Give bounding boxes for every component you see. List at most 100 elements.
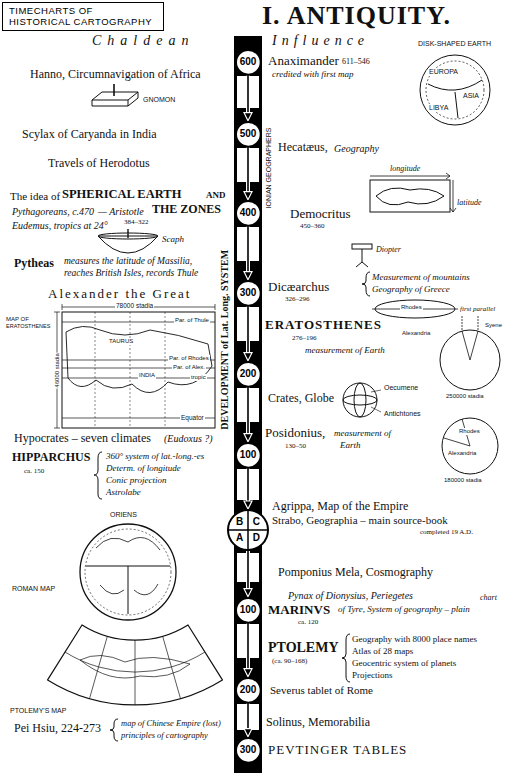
circle-outline (236, 598, 261, 623)
arrow-shaft (247, 306, 249, 353)
map-label: 46000 stadia (54, 352, 61, 388)
ptolemy-map (90, 636, 181, 705)
timeline-arrow (244, 75, 252, 120)
event-note: Atlas of 28 maps (352, 646, 413, 656)
roman-map (86, 566, 170, 614)
arrow-halo (246, 387, 250, 434)
earth-measurement-diagram (462, 316, 478, 331)
date-note: completed 19 A.D. (420, 528, 473, 536)
map-label: INDIA (138, 372, 156, 379)
event-note: Anaximander (268, 54, 339, 69)
disk-earth (455, 92, 458, 118)
circle-outline (236, 443, 261, 468)
disk-earth (426, 61, 484, 119)
map-label: Par. of Rhodes (168, 355, 210, 362)
crates-globe (371, 390, 381, 412)
map-label: Rhodes (400, 304, 423, 311)
diopter-icon (352, 244, 372, 267)
event-note: measures the latitude of Massilia, (64, 256, 192, 267)
arrow-head (244, 353, 252, 361)
event-note: Dicæarchus (268, 280, 329, 295)
map-label: ERATOSTHENES (6, 323, 50, 329)
axis-label: IONIAN GEOGRAPHERS (265, 128, 273, 209)
crates-globe (343, 383, 377, 417)
arrow-shaft (247, 147, 249, 192)
bracket (342, 634, 350, 682)
year-number: 300 (240, 288, 257, 298)
latitude-longitude-sketch (450, 180, 456, 212)
eratosthenes-map (62, 322, 215, 418)
map-label: Syene (485, 322, 502, 329)
circle-outline (236, 281, 261, 306)
roman-map (96, 538, 160, 551)
year-circle: 500 (235, 121, 262, 148)
year-number: 200 (240, 369, 257, 379)
crates-globe (354, 383, 366, 417)
axis-label: Influence (272, 33, 369, 49)
map-label: 180000 stadia (444, 477, 482, 484)
event-note: Scylax of Caryanda in India (22, 128, 157, 142)
map-label: Diopter (376, 245, 401, 254)
ptolemy-map (48, 625, 223, 705)
map-label: Antichtones (384, 410, 421, 418)
map-label: latitude (457, 198, 481, 207)
arrow-shaft (247, 226, 249, 272)
era-divider-circle: BCAD (227, 509, 269, 551)
map-label: ROMAN MAP (12, 585, 55, 593)
map-label: Rhodes (458, 428, 481, 435)
eratosthenes-map (95, 312, 165, 428)
timeline-arrow (244, 147, 252, 199)
year-circle: 100 (235, 442, 262, 469)
event-note: Astrolabe (106, 487, 141, 497)
disk-earth (428, 80, 482, 90)
latitude-longitude-sketch (370, 180, 450, 212)
event-note: Projections (352, 670, 393, 680)
event-note: ERATOSTHENES (265, 318, 382, 333)
quadrant-cross (228, 510, 268, 550)
event-note: PEVTINGER TABLES (268, 743, 407, 758)
posidonius-diagram (442, 418, 498, 474)
year-circle: 300 (235, 737, 262, 764)
roman-map (100, 584, 158, 595)
event-note: Crates, Globe (268, 392, 334, 406)
arrow-head (244, 113, 252, 121)
map-label: longitude (390, 164, 420, 173)
year-circle: 200 (235, 361, 262, 388)
arrow-halo (246, 551, 250, 590)
arrow-head (244, 729, 252, 737)
ptolemy-map (48, 625, 223, 705)
arrow-shaft (247, 551, 249, 590)
arrow-halo (246, 703, 250, 729)
timeline-arrow (244, 551, 252, 597)
timeline-bar (234, 36, 262, 773)
map-label: ORIENS (110, 511, 137, 519)
event-note: Geography (334, 143, 379, 155)
event-note: MARINVS (268, 603, 330, 618)
arrow-head (244, 272, 252, 280)
arrow-shaft (247, 623, 249, 669)
map-label: LIBYA (428, 104, 449, 112)
map-label: Oecumene (384, 384, 418, 392)
event-note: Solinus, Memorabilia (266, 716, 370, 730)
timeline-arrow (244, 387, 252, 441)
event-note: principles of cartography (121, 731, 208, 741)
event-note: credited with first map (272, 69, 353, 79)
event-note: Earth (340, 440, 361, 450)
event-note: measurement of Earth (305, 345, 385, 355)
date-note: 384–322 (124, 218, 149, 226)
event-note: SPHERICAL EARTH (62, 187, 181, 201)
circle-outline (236, 122, 261, 147)
map-label: EUROPA (428, 68, 459, 76)
year-circle: 300 (235, 280, 262, 307)
event-note: Geography with 8000 place names (352, 634, 477, 644)
map-label: 78000 stadia (115, 302, 154, 309)
map-label: PTOLEMY'S MAP (10, 707, 66, 715)
event-note: Geography of Greece (372, 284, 450, 294)
circle-outline (236, 738, 261, 763)
map-label: ASIA (462, 92, 480, 100)
chart-title: TIMECHARTS OF HISTORICAL CARTOGRAPHY (2, 2, 164, 31)
date-note: 276–196 (292, 334, 317, 342)
axis-label: DEVELOPMENT of Lat. Long. SYSTEM (219, 250, 231, 430)
event-note: Agrippa, Map of the Empire (272, 500, 408, 514)
